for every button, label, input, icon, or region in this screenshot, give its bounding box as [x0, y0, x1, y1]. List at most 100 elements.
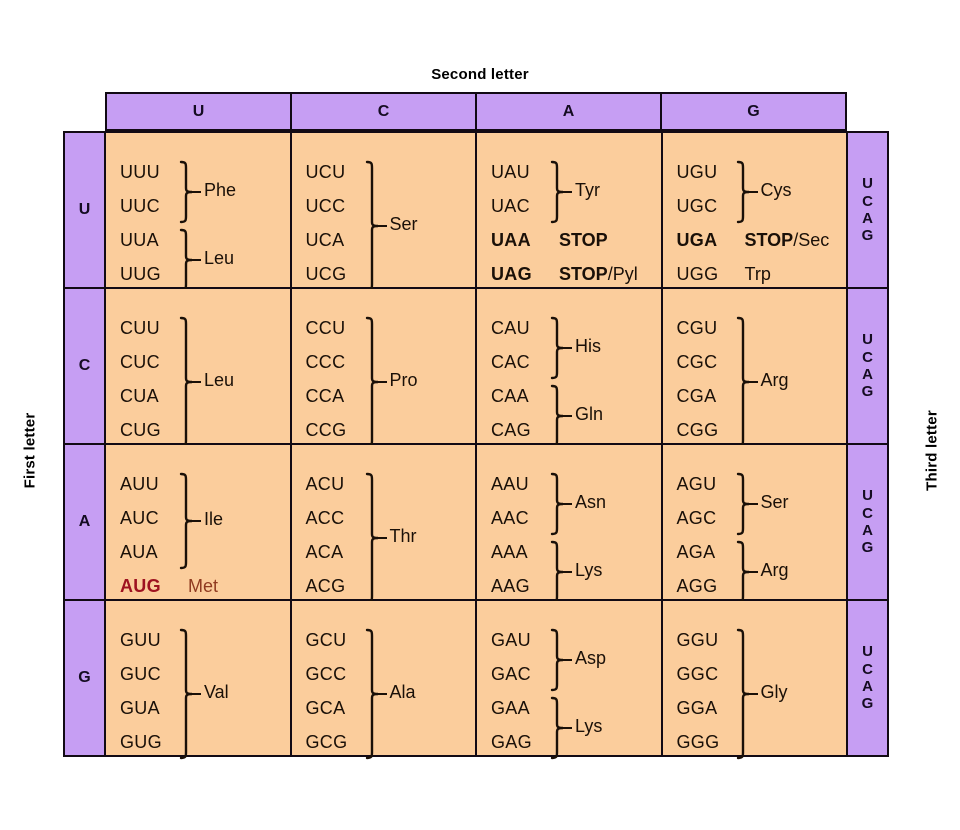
brace-connector — [748, 693, 758, 696]
codon-uua: UUA — [120, 230, 159, 250]
third-letter-c: C — [862, 660, 873, 678]
brace-connector — [192, 693, 201, 696]
codon-ggg: GGG — [676, 732, 720, 752]
codon-entry: AAA — [491, 539, 545, 566]
codon-uuu: UUU — [120, 162, 160, 182]
codon-ugu: UGU — [676, 162, 718, 182]
brace-connector — [563, 191, 572, 194]
codon-entry: GAG — [491, 729, 545, 756]
codon-entry: UUC — [120, 193, 174, 220]
codon-gcg: GCG — [305, 732, 348, 752]
amino-acid-label: Lys — [575, 560, 603, 580]
codon-entry: GUC — [120, 661, 174, 688]
brace-connector — [563, 571, 572, 574]
codon-entry: AGG — [677, 573, 731, 600]
amino-acid-label: Ile — [204, 509, 224, 529]
codon-entry: GGA — [677, 695, 731, 722]
codon-gag: GAG — [491, 732, 532, 752]
codon-aua: AUA — [120, 542, 158, 562]
codon-entry: ACC — [306, 505, 360, 532]
codon-entry: UUU — [120, 159, 174, 186]
codon-entry: CUC — [120, 349, 174, 376]
codon-agu: AGU — [676, 474, 717, 494]
amino-acid-name: STOP — [559, 230, 608, 250]
third-letter-c: C — [862, 192, 873, 210]
brace-connector — [748, 191, 758, 194]
amino-acid-alt: /Pyl — [607, 264, 638, 284]
codon-entry: GUG — [120, 729, 174, 756]
brace-connector — [192, 191, 201, 194]
amino-acid-label: STOP/Sec — [731, 227, 830, 254]
codon-entry: GGC — [677, 661, 731, 688]
codon-entry: CAU — [491, 315, 545, 342]
amino-acid-label: Arg — [760, 560, 789, 580]
amino-acid-label: Thr — [389, 526, 417, 546]
codon-entry: GCU — [306, 627, 360, 654]
amino-acid-label: Ser — [760, 492, 789, 512]
codon-uca: UCA — [305, 230, 345, 250]
amino-acid-label: Leu — [204, 370, 235, 390]
amino-acid-label: Met — [174, 573, 218, 600]
third-letter-g: G — [861, 383, 874, 401]
codon-uga: UGA — [676, 230, 718, 250]
second-letter-header-u: U — [107, 94, 292, 129]
amino-acid-label: Phe — [204, 180, 237, 200]
codon-entry: AUA — [120, 539, 174, 566]
amino-acid-label: Val — [204, 682, 229, 702]
codon-cuu: CUU — [120, 318, 160, 338]
codon-entry: GCG — [306, 729, 360, 756]
codon-ccc: CCC — [305, 352, 346, 372]
codon-uaa: UAA — [491, 230, 531, 250]
brace-connector — [748, 571, 758, 574]
codon-caa: CAA — [491, 386, 529, 406]
third-letter-g: G — [861, 539, 874, 557]
codon-entry: UCA — [306, 227, 360, 254]
codon-entry: GUA — [120, 695, 174, 722]
codon-entry: UGA STOP/Sec — [677, 227, 830, 254]
amino-acid-label: Leu — [204, 248, 235, 268]
first-letter-header-a: A — [65, 445, 104, 601]
amino-acid-label: Tyr — [575, 180, 600, 200]
amino-acid-label: His — [575, 336, 601, 356]
codon-entry: UGC — [677, 193, 731, 220]
codon-cua: CUA — [120, 386, 159, 406]
codon-entry: AAG — [491, 573, 545, 600]
amino-acid-label: Ser — [389, 214, 418, 234]
codon-cag: CAG — [491, 420, 531, 440]
brace-connector — [192, 259, 201, 262]
third-letter-c: C — [862, 348, 873, 366]
codon-ccg: CCG — [305, 420, 347, 440]
codon-gcc: GCC — [305, 664, 347, 684]
codon-entry: GCC — [306, 661, 360, 688]
amino-acid-label: Gly — [760, 682, 788, 702]
codon-entry: AAC — [491, 505, 545, 532]
codon-cga: CGA — [676, 386, 717, 406]
codon-aug: AUG — [120, 576, 161, 596]
codon-entry: GGG — [677, 729, 731, 756]
codon-aga: AGA — [676, 542, 716, 562]
brace-connector — [563, 347, 572, 350]
brace-connector — [748, 381, 758, 384]
first-letter-caption: First letter — [21, 412, 39, 489]
codon-entry: UUG — [120, 261, 174, 288]
amino-acid-name: Met — [188, 576, 219, 596]
brace-connector — [377, 693, 387, 696]
brace-connector — [563, 503, 572, 506]
codon-entry: CCA — [306, 383, 360, 410]
codon-gca: GCA — [305, 698, 346, 718]
second-letter-header-c: C — [292, 94, 477, 129]
codon-auc: AUC — [120, 508, 159, 528]
codon-cau: CAU — [491, 318, 530, 338]
